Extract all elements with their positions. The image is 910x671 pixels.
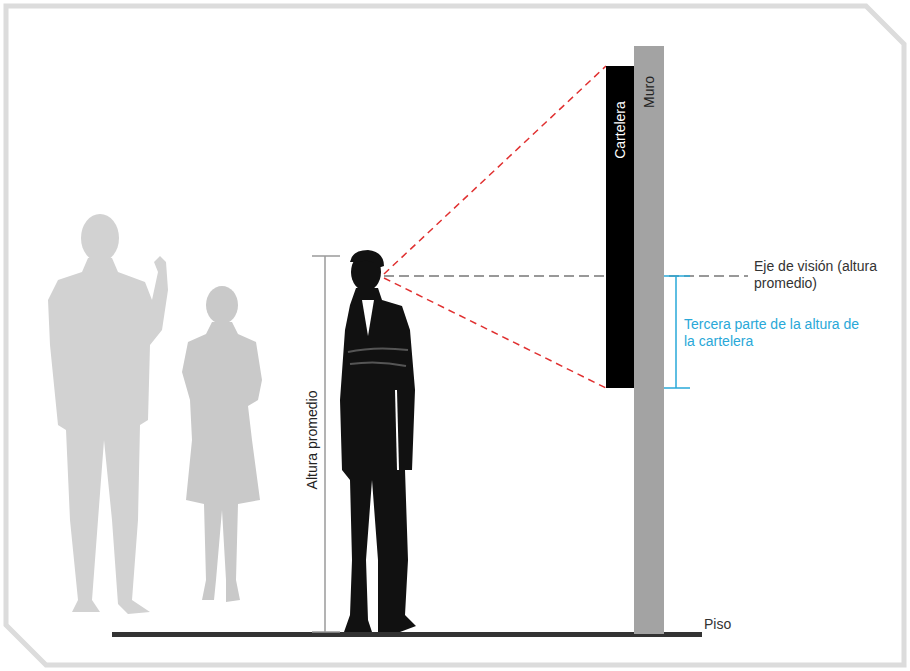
background-man [48, 214, 168, 614]
height-label: Altura promedio [304, 391, 321, 490]
sight-line [384, 66, 606, 274]
main-man [340, 250, 416, 632]
node-label: Muro [641, 76, 657, 108]
billboard: Cartelera [606, 66, 634, 388]
wall: Muro [634, 46, 664, 634]
axis-label: Eje de visión (altura promedio) [754, 258, 882, 292]
eye-axis [384, 275, 748, 277]
sight-line [384, 278, 606, 388]
node-label: Cartelera [612, 101, 628, 159]
floor-line [112, 632, 702, 637]
background-woman [182, 286, 262, 602]
frame [6, 6, 904, 665]
floor-label: Piso [704, 616, 731, 633]
third-label: Tercera parte de la altura de la cartele… [684, 316, 870, 350]
